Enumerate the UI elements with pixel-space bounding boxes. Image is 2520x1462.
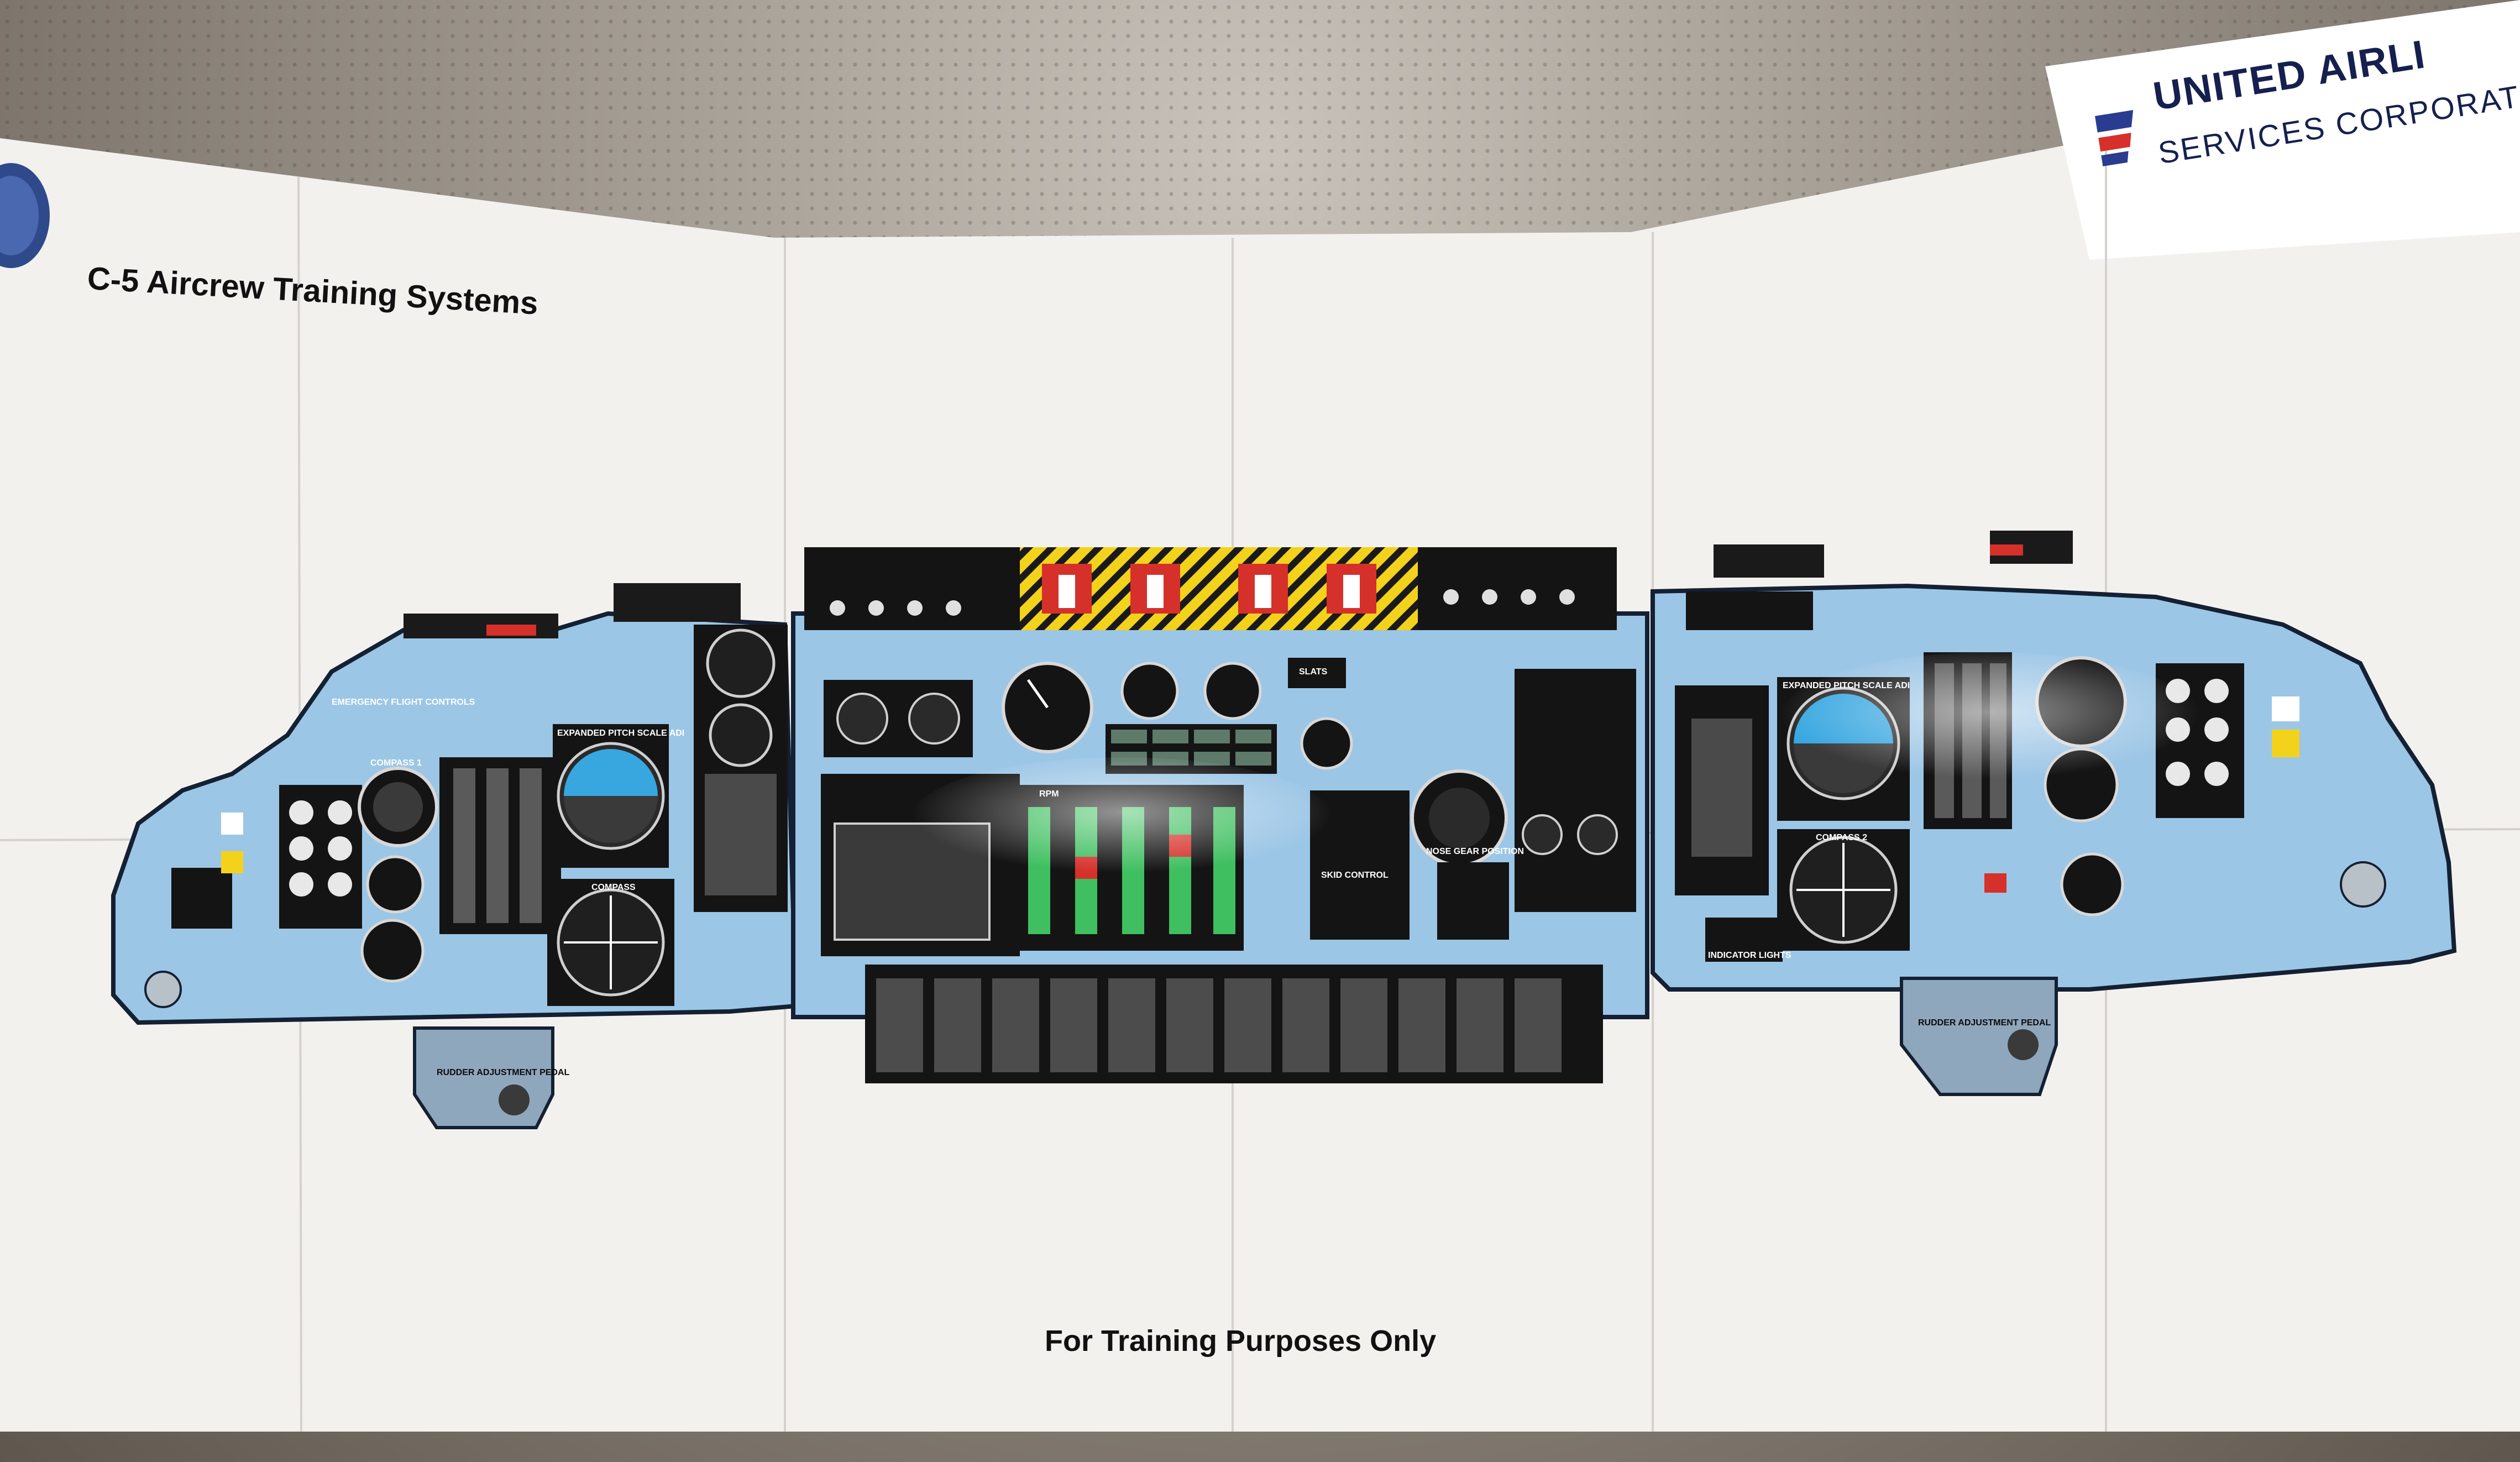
- label-compass-2: COMPASS 2: [1816, 833, 1868, 842]
- label-nose-gear-position: NOSE GEAR POSITION: [1426, 847, 1524, 856]
- center-instrument-panel: [791, 547, 1649, 1083]
- label-skid-control: SKID CONTROL: [1321, 871, 1389, 880]
- united-tulip-logo-icon: [2095, 110, 2134, 166]
- poster-footer: For Training Purposes Only: [1045, 1324, 1437, 1358]
- label-slats: SLATS: [1299, 667, 1328, 677]
- label-indicator-lights: INDICATOR LIGHTS: [1708, 951, 1791, 960]
- label-left-compass: COMPASS: [591, 883, 636, 892]
- left-pilot-panel: [111, 583, 799, 1129]
- label-right-rudder-pedal: RUDDER ADJUSTMENT PEDAL: [1918, 1018, 2051, 1028]
- label-emergency-flight-controls: EMERGENCY FLIGHT CONTROLS: [332, 698, 475, 707]
- label-right-adi: EXPANDED PITCH SCALE ADI: [1783, 681, 1910, 690]
- label-left-rudder-pedal: RUDDER ADJUSTMENT PEDAL: [437, 1068, 570, 1077]
- air-force-emblem-icon: [0, 163, 50, 268]
- right-copilot-panel: [1651, 531, 2457, 1096]
- label-left-adi: EXPANDED PITCH SCALE ADI: [557, 729, 685, 738]
- label-rpm: RPM: [1039, 789, 1059, 799]
- label-compass-1: COMPASS 1: [370, 758, 422, 768]
